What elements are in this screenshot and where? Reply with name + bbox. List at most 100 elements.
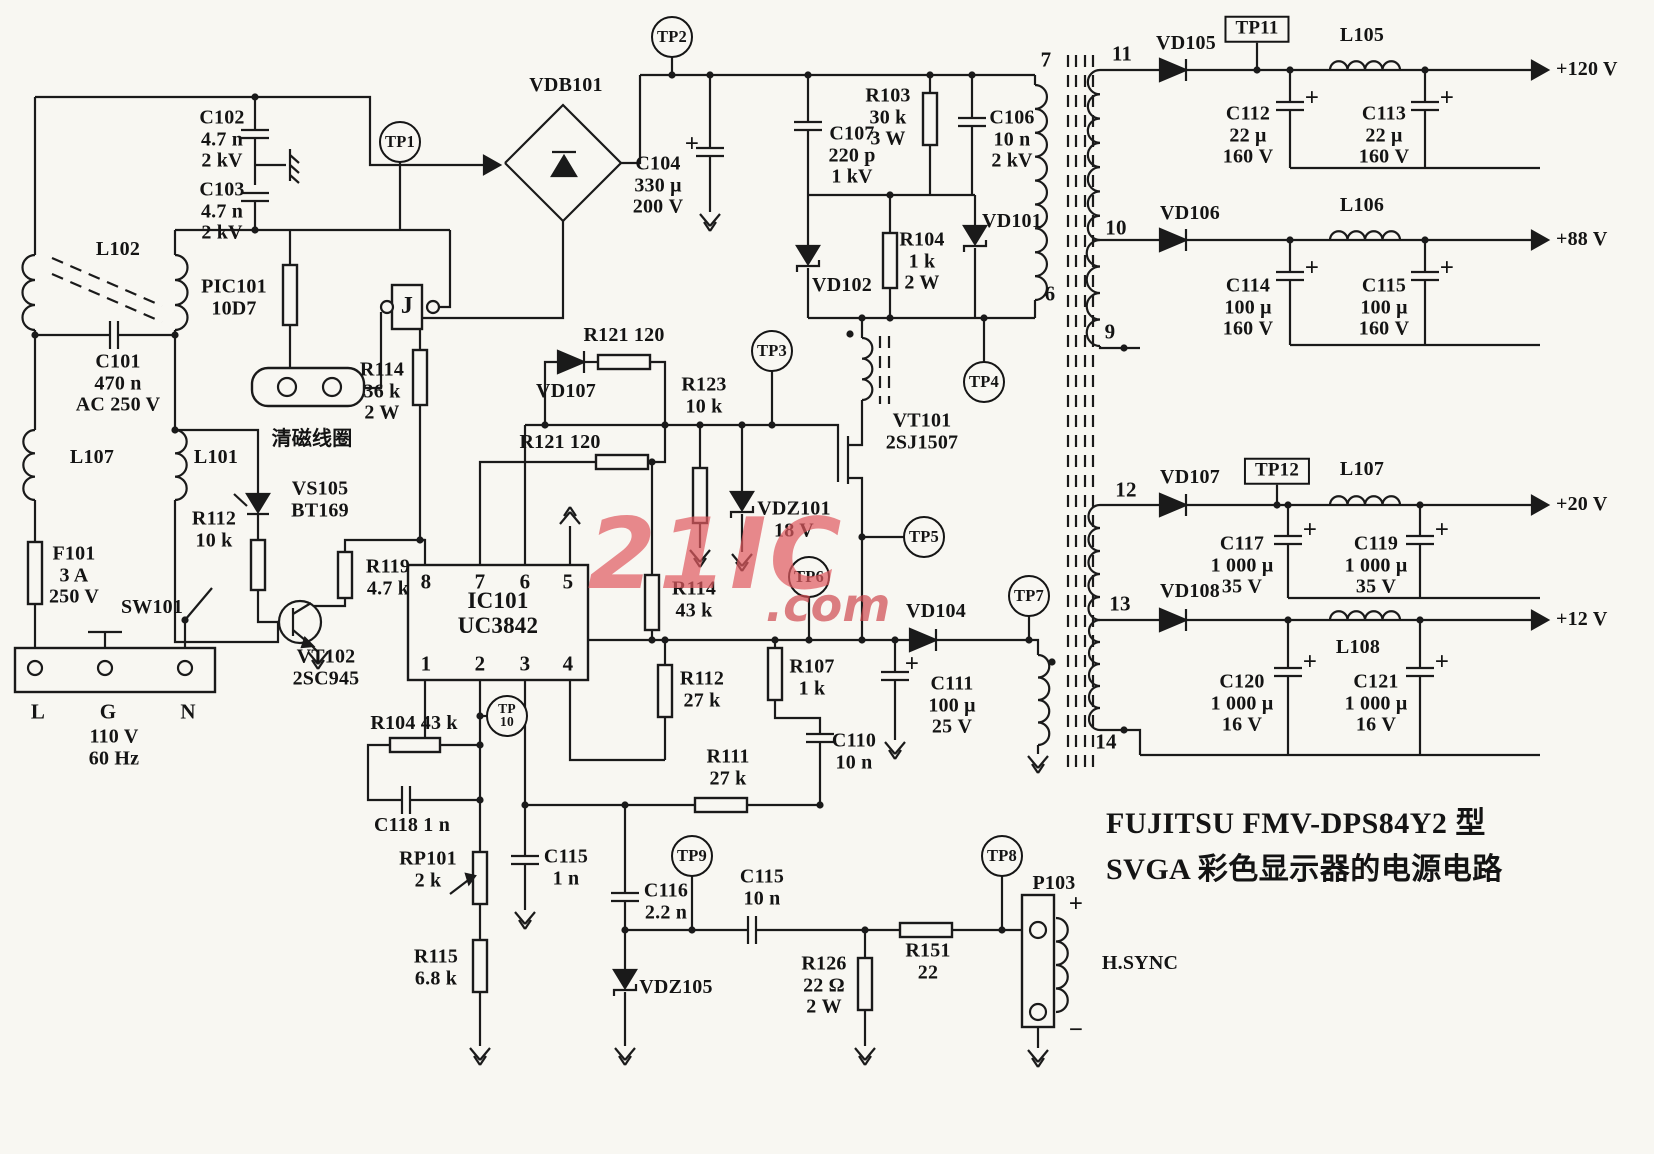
r112-10k-label: R112 10 k <box>191 507 237 551</box>
c114-plus: + <box>1304 254 1320 282</box>
vd107-out-label: VD107 <box>1160 466 1220 489</box>
terminal-n-label: N <box>180 699 196 724</box>
xfmr-pin13-label: 13 <box>1109 591 1131 616</box>
vd106-label: VD106 <box>1160 202 1220 225</box>
degauss-coil-label: 清磁线圈 <box>271 428 353 451</box>
r104-1k-label: R104 1 k 2 W <box>899 228 945 294</box>
c115-160v-label: C115 100 μ 160 V <box>1358 274 1410 340</box>
c119-label: C119 1 000 μ 35 V <box>1344 532 1408 598</box>
c117-plus: + <box>1302 516 1318 544</box>
vd104-label: VD104 <box>906 600 966 623</box>
l101-label: L101 <box>193 446 239 469</box>
r114-36k-label: R114 36 k 2 W <box>359 358 405 424</box>
c103-label: C103 4.7 n 2 kV <box>199 178 245 244</box>
rp101-label: RP101 2 k <box>399 847 457 891</box>
watermark-21ic: 21IC <box>587 498 845 613</box>
c104-plus: + <box>684 130 700 158</box>
tp3: TP3 <box>751 330 793 372</box>
out-120v-label: +120 V <box>1556 58 1618 81</box>
j-relay-label: J <box>400 293 414 320</box>
r112-27k-label: R112 27 k <box>679 667 725 711</box>
ic101-pin1-label: 1 <box>420 651 432 676</box>
c117-label: C117 1 000 μ 35 V <box>1210 532 1274 598</box>
tp6: TP6 <box>788 556 830 598</box>
xfmr-pin6-label: 6 <box>1044 281 1056 306</box>
r107-label: R107 1 k <box>789 655 835 699</box>
r119-label: R119 4.7 k <box>365 555 411 599</box>
r114-43k-label: R114 43 k <box>671 577 717 621</box>
l105-label: L105 <box>1339 24 1385 47</box>
f101-label: F101 3 A 250 V <box>48 542 100 608</box>
c104-label: C104 330 μ 200 V <box>632 152 684 218</box>
l108-label: L108 <box>1335 636 1381 659</box>
terminal-l-label: L <box>30 699 46 724</box>
ic101-label: IC101 UC3842 <box>457 588 539 638</box>
tp11-box: TP11 <box>1224 15 1290 43</box>
pic101-label: PIC101 10D7 <box>201 275 267 319</box>
c121-label: C121 1 000 μ 16 V <box>1344 670 1408 736</box>
r121-a-label: R121 120 <box>583 324 665 347</box>
r103-label: R103 30 k 3 W <box>865 84 911 150</box>
l102-label: L102 <box>95 238 141 261</box>
ic101-pin3-label: 3 <box>519 651 531 676</box>
tp5: TP5 <box>903 516 945 558</box>
hsync-label: H.SYNC <box>1101 952 1179 975</box>
vs105-label: VS105 BT169 <box>291 477 349 521</box>
tp10: TP 10 <box>486 695 528 737</box>
tp4: TP4 <box>963 361 1005 403</box>
mains-label: 110 V 60 Hz <box>88 725 140 769</box>
tp8: TP8 <box>981 835 1023 877</box>
c113-plus: + <box>1439 84 1455 112</box>
ic101-pin4-label: 4 <box>562 651 574 676</box>
tp2: TP2 <box>651 16 693 58</box>
r111-label: R111 27 k <box>706 745 750 789</box>
caption-line-1: FUJITSU FMV-DPS84Y2 型 <box>1106 806 1486 840</box>
tp9: TP9 <box>671 835 713 877</box>
xfmr-pin14-label: 14 <box>1095 729 1117 754</box>
l107-right-label: L107 <box>1339 458 1385 481</box>
c115-10n-label: C115 10 n <box>739 865 785 909</box>
vdz101-label: VDZ101 18 V <box>757 497 831 541</box>
c111-label: C111 100 μ 25 V <box>928 672 976 738</box>
vdb101-label: VDB101 <box>529 74 603 97</box>
caption-line-2: SVGA 彩色显示器的电源电路 <box>1106 852 1503 886</box>
c111-plus: + <box>904 650 920 678</box>
vt101-label: VT101 2SJ1507 <box>885 409 959 453</box>
ic101-pin5-label: 5 <box>562 569 574 594</box>
c115-1n-label: C115 1 n <box>543 845 589 889</box>
vd107-gate-label: VD107 <box>536 380 596 403</box>
r126-label: R126 22 Ω 2 W <box>801 952 847 1018</box>
c114-label: C114 100 μ 160 V <box>1222 274 1274 340</box>
c101-label: C101 470 n AC 250 V <box>75 350 161 416</box>
r104-43k-label: R104 43 k <box>370 712 458 735</box>
p103-minus: − <box>1068 1016 1084 1044</box>
vt102-label: VT102 2SC945 <box>292 645 360 689</box>
r123-label: R123 10 k <box>681 373 727 417</box>
c112-plus: + <box>1304 84 1320 112</box>
tp12-box: TP12 <box>1243 457 1311 485</box>
r121-b-label: R121 120 <box>519 431 601 454</box>
r115-label: R115 6.8 k <box>413 945 459 989</box>
c102-label: C102 4.7 n 2 kV <box>199 106 245 172</box>
c118-label: C118 1 n <box>373 814 451 837</box>
vd108-label: VD108 <box>1160 580 1220 603</box>
p103-label: P103 <box>1032 872 1076 895</box>
xfmr-pin10-label: 10 <box>1105 215 1127 240</box>
xfmr-pin7-label: 7 <box>1040 47 1052 72</box>
p103-plus: + <box>1068 890 1084 918</box>
c121-plus: + <box>1434 648 1450 676</box>
tp7: TP7 <box>1008 575 1050 617</box>
watermark-com: .com <box>765 578 891 633</box>
out-88v-label: +88 V <box>1556 228 1608 251</box>
c113-label: C113 22 μ 160 V <box>1358 102 1410 168</box>
xfmr-pin11-label: 11 <box>1111 41 1133 66</box>
terminal-g-label: G <box>99 699 117 724</box>
c115-160v-plus: + <box>1439 254 1455 282</box>
l106-label: L106 <box>1339 194 1385 217</box>
ic101-pin2-label: 2 <box>474 651 486 676</box>
c116-label: C116 2.2 n <box>643 879 689 923</box>
vd101-label: VD101 <box>982 210 1042 233</box>
c119-plus: + <box>1434 516 1450 544</box>
out-12v-label: +12 V <box>1556 608 1608 631</box>
